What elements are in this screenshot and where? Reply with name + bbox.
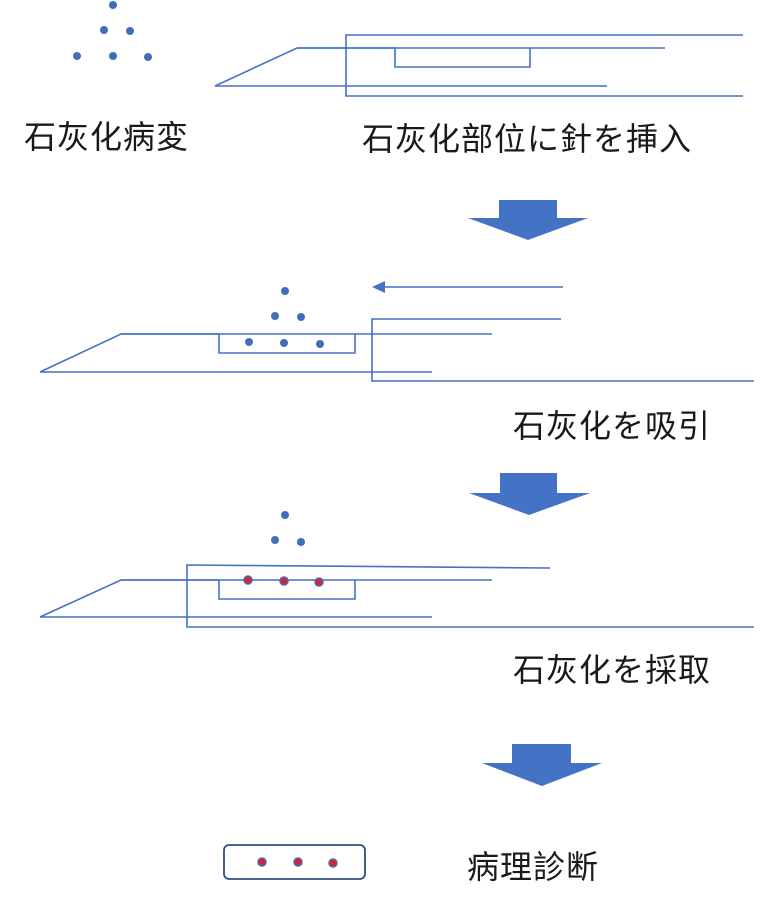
calcification-dot [109,52,117,60]
needle-step1 [214,34,743,97]
calcification-dot [281,287,289,295]
calcification-dot [271,312,279,320]
sample-dot [293,857,303,867]
calcification-dot [281,511,289,519]
calcification-dot [297,313,305,321]
label-calcified-lesion: 石灰化病変 [24,118,190,156]
sample-dot [257,857,267,867]
suction-arrow [372,281,563,293]
needle-step3 [39,564,754,628]
calcification-dot [144,53,152,61]
calcification-dot [271,536,279,544]
calcification-cluster-step2 [245,287,324,348]
label-insert-needle: 石灰化部位に針を挿入 [362,120,693,158]
down-arrow-1 [468,200,588,240]
collected-samples-step3 [243,575,324,587]
sample-dot [279,576,289,586]
calcification-cluster-step3 [271,511,305,546]
down-arrow-2 [469,473,590,515]
calcification-dot [245,338,253,346]
label-pathology: 病理診断 [467,848,600,886]
calcification-cluster-step1 [73,1,152,61]
calcification-dot [316,340,324,348]
calcification-dot [280,339,288,347]
down-arrow-3 [482,744,602,786]
calcification-dot [109,1,117,9]
label-collect: 石灰化を採取 [513,651,712,689]
calcification-dot [297,538,305,546]
sample-dot [314,577,324,587]
specimen-container [223,844,366,880]
sample-dot [243,575,253,585]
label-aspirate: 石灰化を吸引 [513,407,712,445]
calcification-dot [100,26,108,34]
needle-step2 [39,318,754,382]
calcification-dot [126,27,134,35]
calcification-dot [73,52,81,60]
sample-dot [328,858,338,868]
